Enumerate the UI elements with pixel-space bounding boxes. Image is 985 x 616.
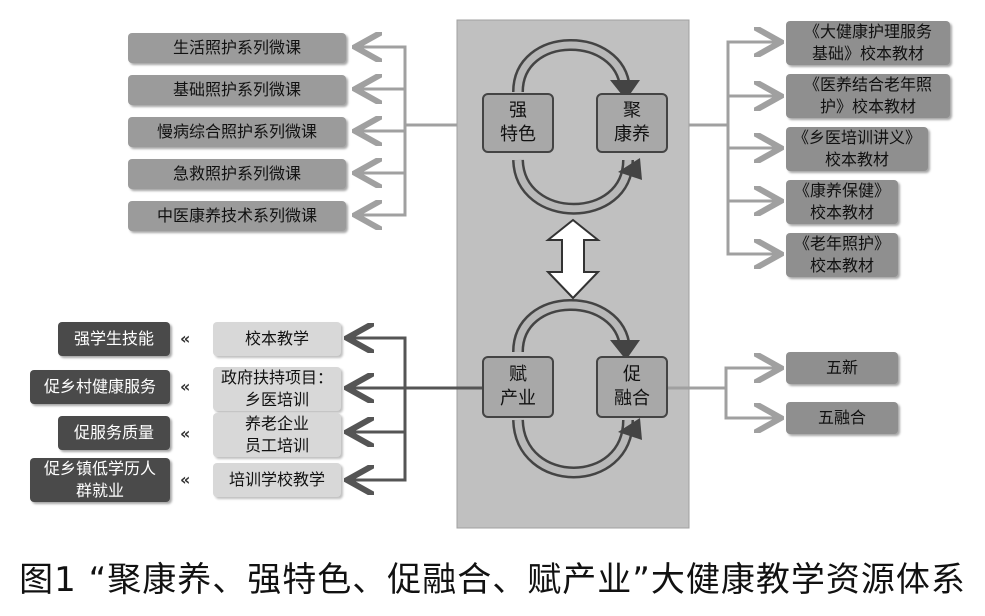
- teaching-mode-box: 养老企业 员工培训: [213, 413, 341, 457]
- outcome-box: 强学生技能: [58, 322, 170, 356]
- cycle-arc-bottom-inner: [514, 159, 632, 213]
- core-label-wellness: 聚 康养: [614, 100, 650, 145]
- connector-lower-left: [350, 338, 482, 390]
- teaching-mode-box: 培训学校教学: [213, 463, 341, 497]
- five-integration-label: 五融合: [817, 408, 866, 427]
- textbook-label: 《老年照护》 校本教材: [793, 234, 890, 275]
- micro-course-label: 中医康养技术系列微课: [156, 206, 317, 225]
- outcome-label: 强学生技能: [73, 329, 154, 348]
- connector-upper-left-4: [358, 125, 407, 215]
- teaching-mode-label: 校本教学: [244, 329, 309, 348]
- cycle-arc-top-inner: [514, 41, 629, 93]
- micro-course-label: 急救照护系列微课: [172, 164, 301, 183]
- micro-course-box: 中医康养技术系列微课: [128, 201, 346, 231]
- outcome-label: 促乡村健康服务: [43, 377, 156, 396]
- core-label-strong-features: 强 特色: [500, 100, 536, 145]
- chevron-left-icon: «: [180, 377, 191, 396]
- chevron-left-icon: «: [180, 470, 191, 489]
- five-integration-box: 五融合: [786, 402, 898, 434]
- teaching-mode-box: 政府扶持项目： 乡医培训: [213, 367, 341, 411]
- core-box-industry: 赋 产业: [482, 356, 554, 418]
- connector-upper-left: [358, 47, 457, 127]
- cycle-arrowhead-top: [610, 80, 640, 100]
- double-arrow: [545, 218, 601, 300]
- core-box-strong-features: 强 特色: [482, 93, 554, 153]
- figure-caption: 图1 “聚康养、强特色、促融合、赋产业”大健康教学资源体系: [19, 560, 966, 600]
- outcome-label: 促服务质量: [73, 423, 154, 442]
- chevron-left-icon: «: [180, 424, 191, 443]
- textbook-box: 《康养保健》 校本教材: [786, 180, 898, 224]
- cycle-arrowhead-lower: [610, 340, 640, 360]
- textbook-label: 《乡医培训讲义》 校本教材: [792, 128, 921, 169]
- core-label-industry: 赋 产业: [500, 364, 536, 409]
- micro-course-box: 急救照护系列微课: [128, 159, 346, 189]
- micro-course-label: 生活照护系列微课: [172, 38, 301, 57]
- cycle-arc-lower-top-inner: [514, 301, 629, 353]
- micro-course-box: 生活照护系列微课: [128, 33, 346, 63]
- outcome-box: 促乡村健康服务: [30, 370, 170, 404]
- connector-upper-right-3: [726, 125, 778, 254]
- core-label-integration: 促 融合: [614, 364, 650, 409]
- five-new-label: 五新: [825, 358, 858, 377]
- connector-upper-right: [689, 42, 778, 127]
- textbook-label: 《医养结合老年照 护》校本教材: [803, 75, 932, 116]
- micro-course-box: 基础照护系列微课: [128, 75, 346, 105]
- cycle-arc-lower-bottom-inner: [514, 419, 632, 476]
- micro-course-label: 慢病综合照护系列微课: [156, 122, 317, 141]
- chevron-left-icon: «: [180, 329, 191, 348]
- textbook-box: 《医养结合老年照 护》校本教材: [786, 74, 950, 118]
- textbook-label: 《康养保健》 校本教材: [793, 181, 890, 222]
- cycle-arrowhead-top-2: [618, 158, 642, 180]
- connector-lower-right: [668, 368, 778, 390]
- core-box-wellness: 聚 康养: [596, 93, 668, 153]
- teaching-mode-label: 政府扶持项目： 乡医培训: [220, 368, 333, 409]
- micro-course-box: 慢病综合照护系列微课: [128, 117, 346, 147]
- connector-lower-right-2: [724, 388, 778, 418]
- micro-course-label: 基础照护系列微课: [172, 80, 301, 99]
- outcome-box: 促乡镇低学历人 群就业: [30, 458, 170, 502]
- five-new-box: 五新: [786, 352, 898, 384]
- teaching-mode-label: 养老企业 员工培训: [244, 414, 309, 455]
- teaching-mode-label: 培训学校教学: [228, 470, 325, 489]
- outcome-label: 促乡镇低学历人 群就业: [43, 459, 156, 500]
- textbook-box: 《大健康护理服务 基础》校本教材: [786, 21, 950, 65]
- teaching-mode-box: 校本教学: [213, 322, 341, 356]
- textbook-box: 《老年照护》 校本教材: [786, 233, 898, 277]
- connector-lower-left-3: [350, 388, 407, 480]
- textbook-box: 《乡医培训讲义》 校本教材: [786, 127, 928, 171]
- core-box-integration: 促 融合: [596, 356, 668, 418]
- outcome-box: 促服务质量: [58, 416, 170, 450]
- textbook-label: 《大健康护理服务 基础》校本教材: [803, 22, 932, 63]
- cycle-arrowhead-lower-2: [618, 418, 642, 440]
